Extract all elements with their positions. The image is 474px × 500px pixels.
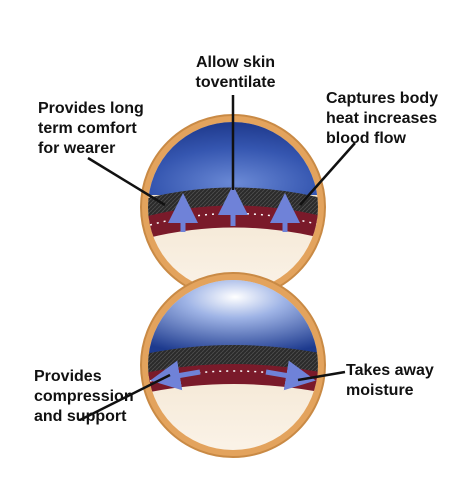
label-ventilate-line-1: Allow skin xyxy=(195,54,276,71)
leader-heat xyxy=(299,142,356,206)
label-compression-line-2: compression xyxy=(34,388,134,405)
label-comfort-line-1: Provides long xyxy=(38,100,144,117)
leader-lines xyxy=(79,95,356,422)
bottom-stitch-line xyxy=(149,370,318,382)
label-ventilate-line-2: toventilate xyxy=(195,74,276,91)
leader-compression xyxy=(79,373,171,422)
label-heat-line-1: Captures body xyxy=(326,90,439,107)
label-ventilate: Allow skin toventilate xyxy=(183,53,288,93)
label-heat-line-3: blood flow xyxy=(326,130,406,147)
label-comfort-line-3: for wearer xyxy=(38,140,116,157)
label-moisture-line-2: moisture xyxy=(346,382,414,399)
bottom-fabric-inner-layer xyxy=(148,364,318,394)
bottom-circle xyxy=(140,272,326,458)
top-circle xyxy=(140,114,326,300)
leader-moisture xyxy=(297,370,346,382)
label-heat: Captures body heat increases blood flow xyxy=(326,89,438,149)
bottom-arrow-right xyxy=(265,360,316,391)
label-comfort-line-2: term comfort xyxy=(38,120,137,137)
label-heat-line-2: heat increases xyxy=(326,110,438,127)
label-compression: Provides compression and support xyxy=(34,367,134,427)
leader-comfort xyxy=(87,156,166,207)
label-compression-line-3: and support xyxy=(34,408,127,425)
bottom-arrow-left xyxy=(150,360,201,391)
label-moisture: Takes away moisture xyxy=(346,361,434,401)
label-compression-line-1: Provides xyxy=(34,368,102,385)
label-moisture-line-1: Takes away xyxy=(346,362,434,379)
label-comfort: Provides long term comfort for wearer xyxy=(38,99,144,159)
